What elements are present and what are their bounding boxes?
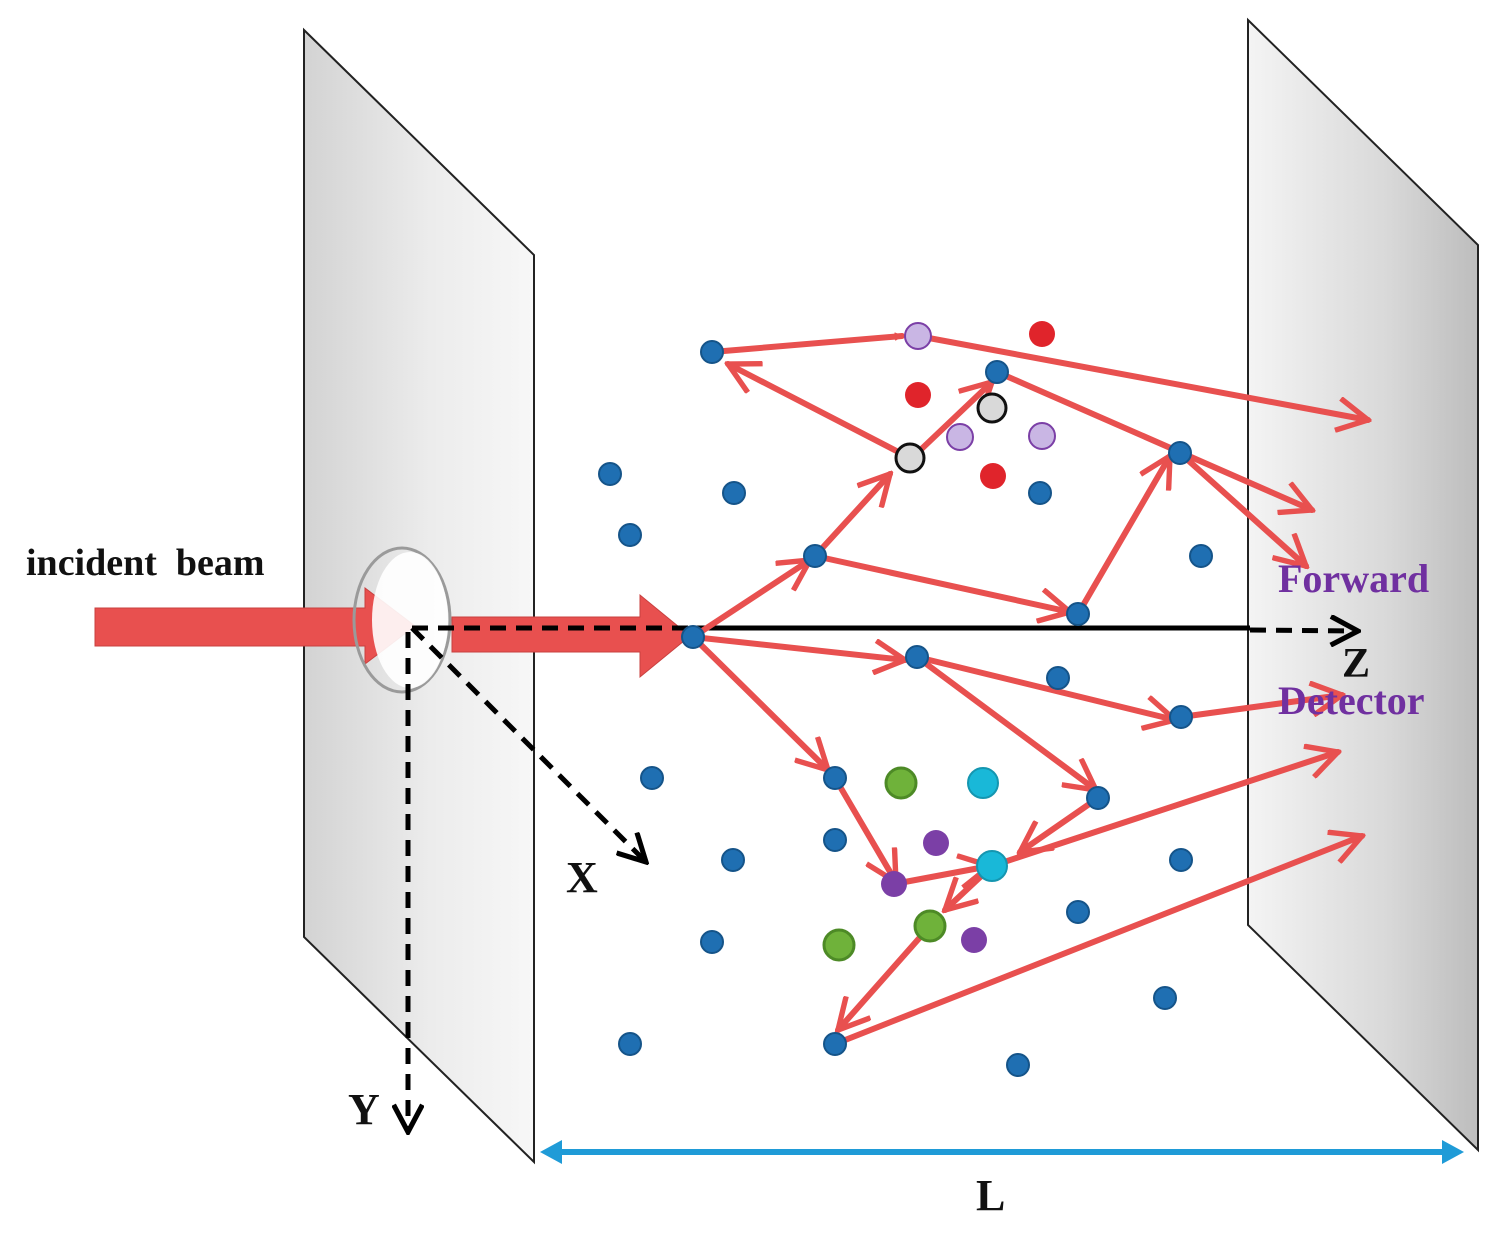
z-axis-label: Z bbox=[1342, 641, 1370, 687]
blue-particle bbox=[1153, 986, 1177, 1010]
blue-particle bbox=[640, 766, 664, 790]
green-particle bbox=[913, 909, 947, 943]
green-particles bbox=[822, 766, 947, 962]
purple-particles bbox=[881, 830, 987, 953]
gray-particle bbox=[894, 442, 926, 474]
red-particle bbox=[1029, 321, 1055, 347]
blue-particle bbox=[1066, 900, 1090, 924]
cyan-particles bbox=[967, 767, 1008, 882]
red-particle bbox=[905, 382, 931, 408]
blue-particle bbox=[905, 645, 929, 669]
red-particles bbox=[905, 321, 1055, 489]
blue-particle bbox=[803, 544, 827, 568]
blue-particle bbox=[823, 828, 847, 852]
blue-particle bbox=[1028, 481, 1052, 505]
green-particle bbox=[884, 766, 918, 800]
green-particle bbox=[822, 928, 856, 962]
blue-particle bbox=[985, 360, 1009, 384]
blue-particle bbox=[598, 462, 622, 486]
purple-particle bbox=[961, 927, 987, 953]
forward-label: Forward bbox=[1278, 556, 1429, 601]
blue-particle bbox=[1189, 544, 1213, 568]
blue-particle bbox=[1046, 666, 1070, 690]
blue-particle bbox=[1066, 602, 1090, 626]
blue-particle bbox=[618, 523, 642, 547]
transmitted-beam-arrow bbox=[451, 593, 691, 679]
incident-beam-arrow bbox=[94, 586, 416, 666]
x-axis-label: X bbox=[566, 853, 598, 902]
blue-particle bbox=[823, 766, 847, 790]
blue-particle bbox=[681, 625, 705, 649]
blue-particle bbox=[1169, 705, 1193, 729]
blue-particle bbox=[823, 1032, 847, 1056]
gray-particles bbox=[894, 392, 1008, 474]
lavender-particle bbox=[904, 322, 932, 350]
incident-beam-label: incident beam bbox=[26, 542, 265, 584]
blue-particle bbox=[700, 340, 724, 364]
scattering-paths bbox=[690, 336, 1368, 1047]
detector-label: Detector bbox=[1278, 678, 1425, 723]
z-axis-dashed-end bbox=[1249, 630, 1358, 631]
purple-particle bbox=[881, 871, 907, 897]
aperture-fill bbox=[372, 552, 448, 688]
length-dimension bbox=[540, 1140, 1464, 1164]
blue-particle bbox=[1086, 786, 1110, 810]
beam-aperture bbox=[352, 546, 452, 694]
blue-particle bbox=[721, 848, 745, 872]
y-axis-label: Y bbox=[348, 1085, 380, 1134]
blue-particle bbox=[700, 930, 724, 954]
red-particle bbox=[980, 463, 1006, 489]
gray-particle bbox=[976, 392, 1008, 424]
lavender-particle bbox=[1028, 422, 1056, 450]
cyan-particle bbox=[976, 850, 1008, 882]
blue-particle bbox=[1006, 1053, 1030, 1077]
lavender-particles bbox=[904, 322, 1056, 451]
blue-particle bbox=[1169, 848, 1193, 872]
x-axis bbox=[410, 626, 646, 862]
blue-particle bbox=[722, 481, 746, 505]
length-label: L bbox=[976, 1171, 1005, 1220]
lavender-particle bbox=[946, 423, 974, 451]
blue-particle bbox=[618, 1032, 642, 1056]
purple-particle bbox=[923, 830, 949, 856]
cyan-particle bbox=[967, 767, 999, 799]
forward-detector-plate bbox=[1247, 17, 1479, 1153]
blue-particles bbox=[598, 340, 1213, 1077]
blue-particle bbox=[1168, 441, 1192, 465]
